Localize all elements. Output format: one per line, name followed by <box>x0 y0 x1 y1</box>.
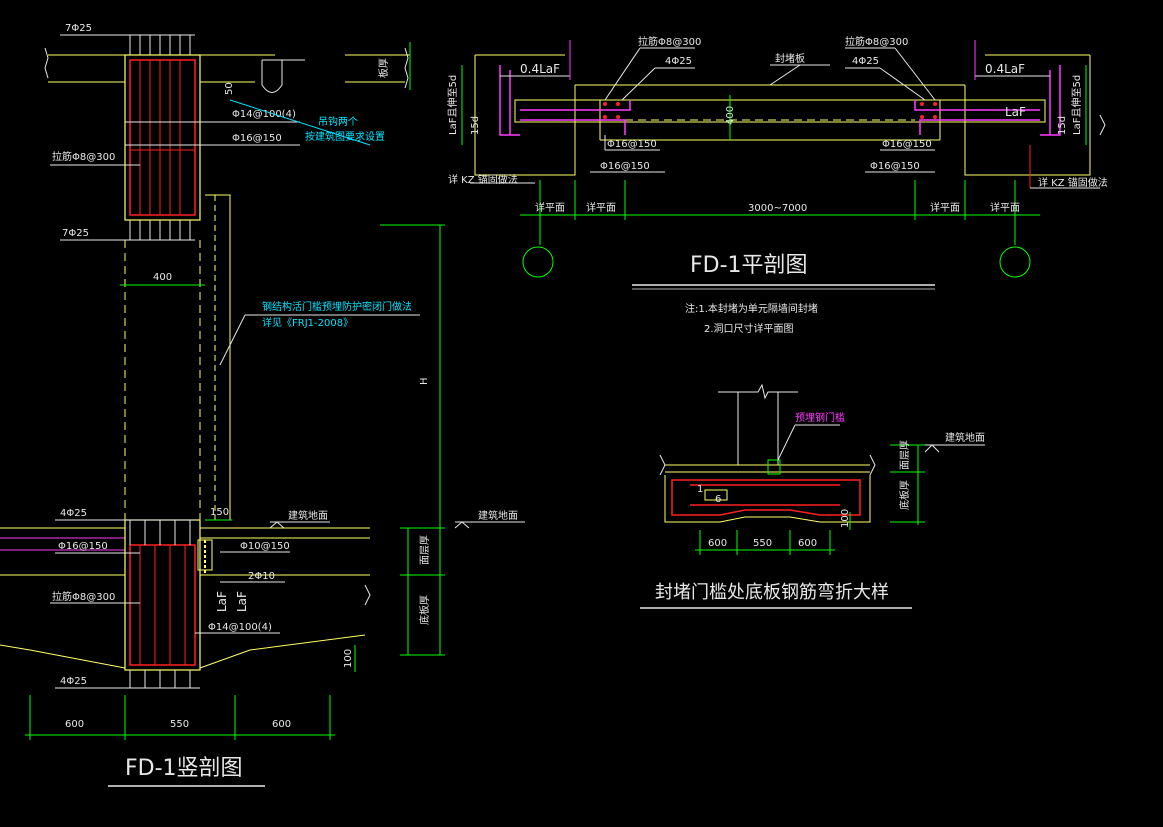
detail-n6: 6 <box>715 494 721 505</box>
plan-note-2: 2.洞口尺寸详平面图 <box>704 322 794 335</box>
laf-right-top: 0.4LaF <box>985 62 1025 76</box>
dim-100: 100 <box>343 649 354 668</box>
r16-4: Φ16@150 <box>870 161 920 172</box>
stirrup-label-2: Φ16@150 <box>232 133 282 144</box>
detail-dim-600-right: 600 <box>798 538 817 549</box>
plan-rebar-left: 4Φ25 <box>665 56 692 67</box>
plan-tie-right: 拉筋Φ8@300 <box>845 35 908 48</box>
laf-1: LaF <box>215 591 229 612</box>
stirrup-label-1: Φ14@100(4) <box>232 109 296 120</box>
stirrup-lower-label: Φ14@100(4) <box>208 622 272 633</box>
detail-dim-100: 100 <box>840 509 851 528</box>
dim-600-right: 600 <box>272 719 291 730</box>
rebar-16-150: Φ16@150 <box>58 541 108 552</box>
laf-left-top: 0.4LaF <box>520 62 560 76</box>
slab-thick: 底板厚 <box>418 595 431 625</box>
right-vert-label: LaF且伸至5d <box>1071 75 1083 135</box>
note-top-2: 按建筑图要求设置 <box>305 130 385 143</box>
detail-dim-600-left: 600 <box>708 538 727 549</box>
dim-50: 50 <box>224 82 235 95</box>
detail-steel-label: 预埋钢门槛 <box>795 411 845 424</box>
plan-title: FD-1平剖图 <box>690 253 808 278</box>
detail-floor-thick: 面层厚 <box>899 440 911 470</box>
plan-span: 3000~7000 <box>748 203 807 214</box>
r16-2: Φ16@150 <box>600 161 650 172</box>
dim-600-left: 600 <box>65 719 84 730</box>
floor-thick: 面层厚 <box>419 535 431 565</box>
left-title: FD-1竖剖图 <box>125 756 243 781</box>
floor-label-right: 建筑地面 <box>478 509 518 522</box>
plan-note-1: 注:1.本封堵为单元隔墙间封堵 <box>685 302 818 315</box>
r16-1: Φ16@150 <box>607 139 657 150</box>
right-15d: 15d <box>1057 116 1068 135</box>
detail-n1: 1 <box>697 484 703 495</box>
tie-lower-label: 拉筋Φ8@300 <box>52 590 115 603</box>
detail-title: 封堵门槛处底板钢筋弯折大样 <box>655 582 889 603</box>
plan-rebar-right: 4Φ25 <box>852 56 879 67</box>
kz-right: 详 KZ 锚固做法 <box>1038 176 1108 189</box>
plan-section: 拉筋Φ8@300 4Φ25 拉筋Φ8@300 4Φ25 封堵板 0.4LaF 0… <box>447 35 1108 335</box>
h-label: H <box>419 377 430 385</box>
kz-left: 详 KZ 锚固做法 <box>448 173 518 186</box>
plate-label: 封堵板 <box>775 52 805 65</box>
rebar-10-150: Φ10@150 <box>240 541 290 552</box>
bottom-bot-rebar: 4Φ25 <box>60 676 87 687</box>
top-rebar-label: 7Φ25 <box>65 23 92 34</box>
rebar-2-10: 2Φ10 <box>248 571 275 582</box>
plan-ref-3: 详平面 <box>930 201 960 214</box>
plan-ref-1: 详平面 <box>535 201 565 214</box>
plan-ref-2: 详平面 <box>586 201 616 214</box>
wall-width: 400 <box>153 272 172 283</box>
note-top-1: 吊钩两个 <box>318 116 358 128</box>
laf-right: LaF <box>1005 105 1026 119</box>
detail-floor-label: 建筑地面 <box>945 431 985 444</box>
dim-150: 150 <box>210 507 229 518</box>
detail-dim-550: 550 <box>753 538 772 549</box>
mid-rebar-label: 7Φ25 <box>62 228 89 239</box>
floor-label: 建筑地面 <box>288 509 328 522</box>
plan-tie-left: 拉筋Φ8@300 <box>638 35 701 48</box>
left-vert-label: LaF且伸至5d <box>447 75 459 135</box>
tie-upper-label: 拉筋Φ8@300 <box>52 150 115 163</box>
left-15d: 15d <box>470 116 481 135</box>
bottom-top-rebar: 4Φ25 <box>60 508 87 519</box>
left-section: 7Φ25 7Φ25 Φ14@100(4) Φ16@150 拉筋Φ8@300 50… <box>0 23 525 787</box>
laf-2: LaF <box>235 591 249 612</box>
slab-top-label: 板厚 <box>377 58 390 78</box>
detail-section: 1 6 预埋钢门槛 建筑地面 面层厚 底板厚 100 600 550 600 封… <box>640 383 985 609</box>
r16-3: Φ16@150 <box>882 139 932 150</box>
dim-550: 550 <box>170 719 189 730</box>
note-cyan-1: 钢结构活门槛预埋防护密闭门做法 <box>262 300 412 313</box>
detail-slab-thick: 底板厚 <box>898 480 911 510</box>
plan-ref-4: 详平面 <box>990 201 1020 214</box>
note-cyan-2: 详见《FRJ1-2008》 <box>262 316 353 329</box>
